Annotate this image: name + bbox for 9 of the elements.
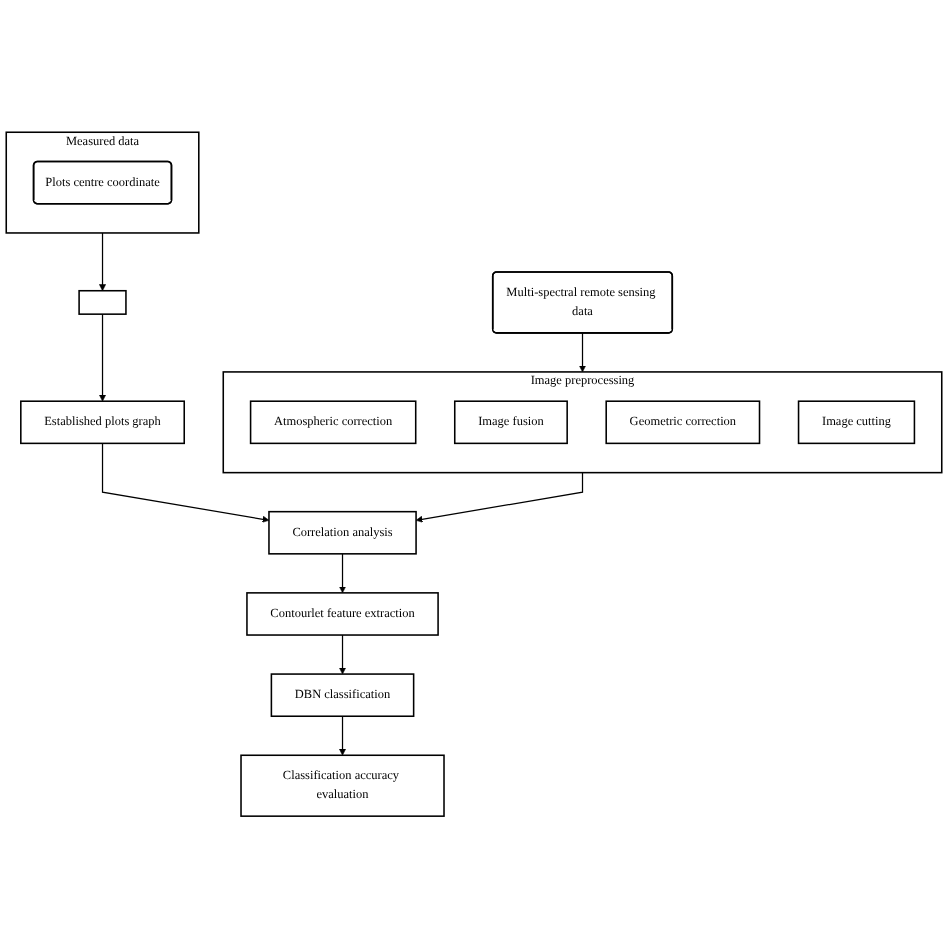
arrow — [415, 471, 584, 523]
arrow — [101, 442, 270, 523]
arrow — [99, 313, 106, 402]
arrow — [579, 332, 586, 372]
arrow — [99, 232, 106, 291]
node-box — [78, 289, 127, 315]
arrow — [339, 553, 346, 593]
arrow — [339, 715, 346, 756]
arrow — [339, 634, 346, 675]
